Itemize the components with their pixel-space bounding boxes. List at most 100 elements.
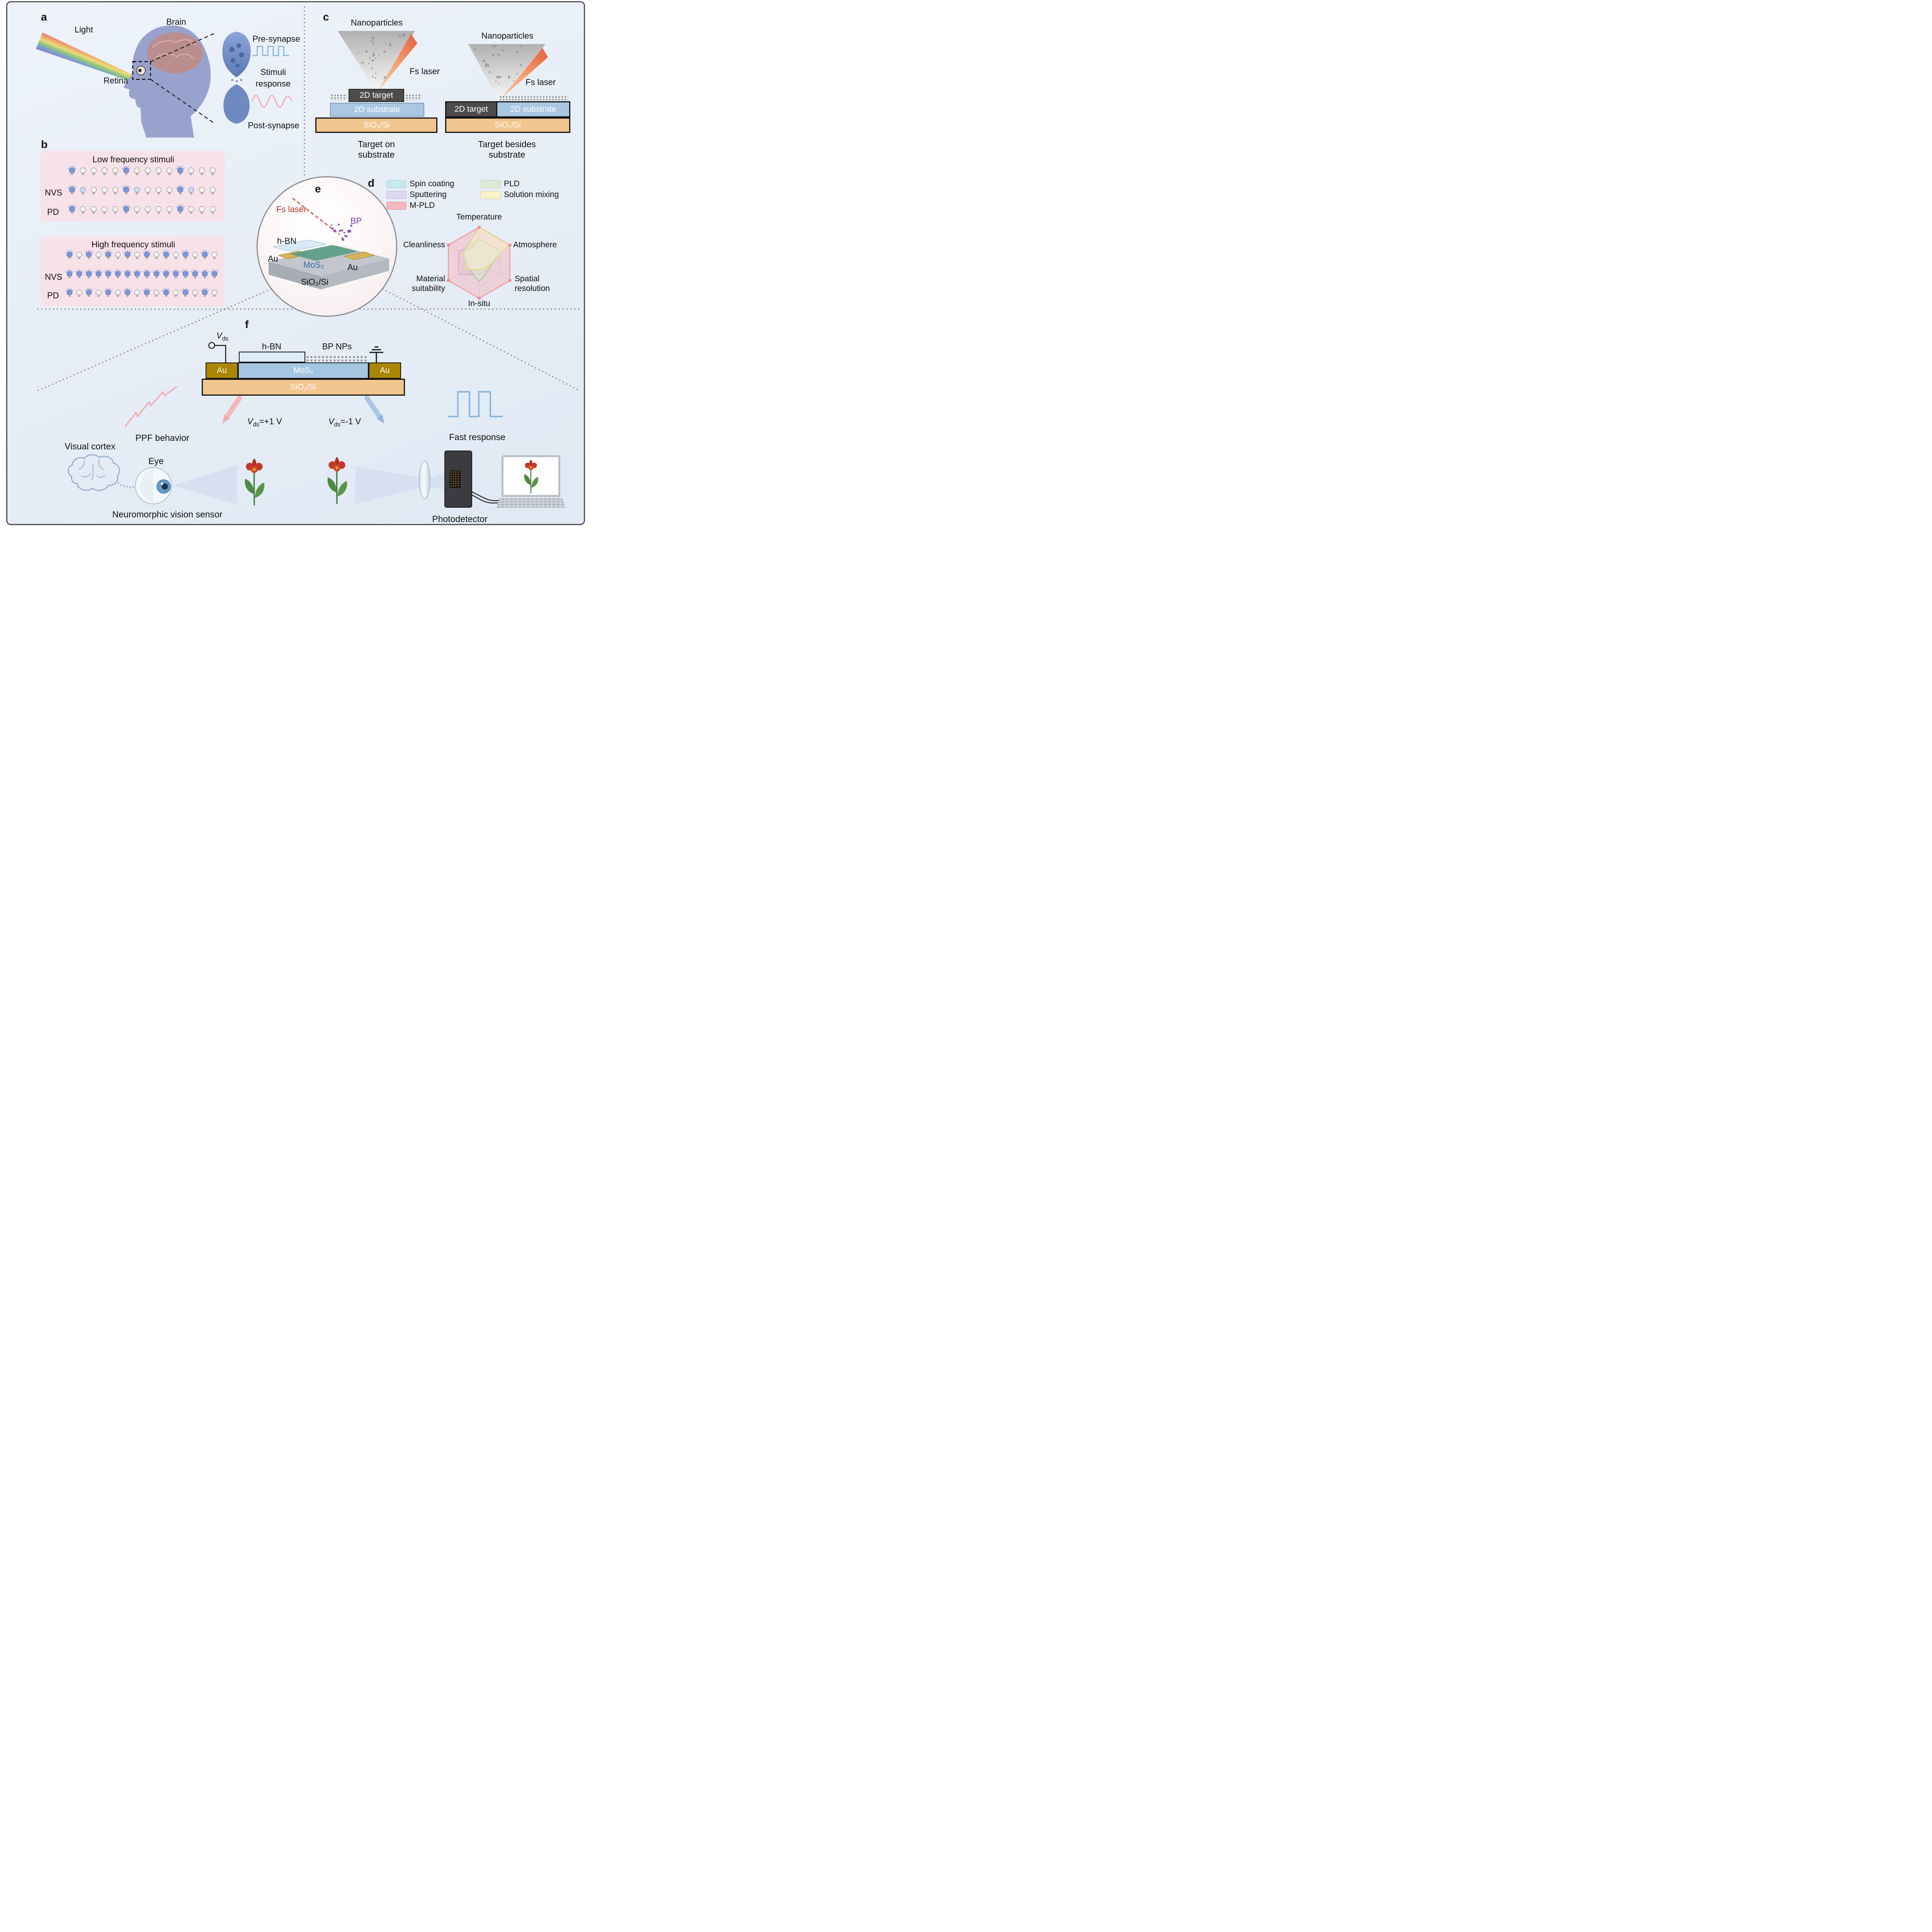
hbn-layer-box — [239, 352, 305, 362]
nanoparticle-plume-cone — [468, 44, 546, 100]
sio2-si-substrate-box: SiO₂/Si — [202, 379, 405, 396]
bulb-icon — [142, 287, 151, 297]
laptop-screen — [502, 455, 560, 497]
bulb-icon — [175, 184, 185, 195]
fast-response-waveform — [448, 391, 503, 417]
sio2-si-box-left: SiO₂/Si — [315, 117, 437, 133]
pd-row-label-high: PD — [47, 291, 59, 300]
bulb-icon — [210, 269, 219, 279]
legend-label-solution-mixing: Solution mixing — [504, 190, 559, 199]
high-stimuli-bulb-row — [65, 250, 218, 261]
bp-nanoparticle-spray — [331, 223, 353, 241]
bulb-icon — [76, 252, 82, 259]
au-pad-right — [343, 252, 376, 260]
legend-swatch-sputtering — [386, 191, 406, 199]
au-left-label-e: Au — [268, 254, 278, 264]
bulb-icon — [65, 287, 74, 297]
bulb-icon — [209, 206, 216, 214]
bp-label: BP — [350, 216, 362, 226]
au-electrode-right: Au — [369, 362, 401, 379]
bias-positive-label: Vds=+1 V — [247, 417, 282, 428]
panel-d-label: d — [368, 177, 375, 189]
radar-axis-cleanliness: Cleanliness — [403, 240, 445, 249]
bulb-icon — [113, 269, 122, 279]
low-frequency-title: Low frequency stimuli — [92, 155, 174, 164]
bulb-icon — [67, 184, 77, 195]
bulb-icon — [112, 206, 119, 214]
stimuli-response-label-line1: Stimuli — [260, 67, 286, 77]
ppf-waveform — [124, 386, 178, 427]
low-pd-bulb-row — [67, 204, 217, 216]
legend-label-spin-coating: Spin coating — [410, 179, 454, 188]
substrate-right-face — [321, 259, 389, 289]
bp-nps-label: BP NPs — [322, 342, 352, 351]
bulb-icon — [94, 269, 103, 279]
bulb-icon — [115, 289, 121, 297]
bulb-icon — [142, 269, 151, 279]
bulb-icon — [175, 204, 185, 214]
deposited-nanoparticles-left-b — [406, 94, 422, 100]
post-synapse-terminal — [223, 84, 250, 124]
bulb-icon — [80, 187, 86, 195]
bulb-icon — [65, 250, 74, 259]
panel-f-label: f — [245, 318, 249, 330]
bulb-icon — [192, 289, 198, 297]
bulb-icon — [104, 269, 113, 279]
bulb-icon — [84, 287, 94, 297]
bulb-icon — [199, 187, 205, 195]
flower-right — [319, 455, 355, 505]
bulb-icon — [121, 165, 131, 175]
bulb-icon — [112, 187, 119, 195]
panel-b-label: b — [41, 138, 48, 150]
mos2-sheet — [289, 245, 358, 261]
figure: a Light Brain Retina Pre-synapse Stimuli… — [0, 0, 592, 530]
bulb-icon — [101, 167, 108, 175]
bulb-icon — [90, 167, 97, 175]
bp-nps-dots — [306, 355, 368, 362]
bulb-icon — [175, 165, 185, 175]
bulb-icon — [211, 289, 218, 297]
bulb-icon — [95, 252, 102, 259]
bulb-icon — [155, 206, 162, 214]
ablation-plume-left — [338, 31, 417, 92]
bulb-icon — [104, 250, 113, 259]
bulb-icon — [211, 252, 218, 259]
bulb-icon — [133, 269, 142, 279]
nvs-row-label-high: NVS — [45, 272, 63, 282]
legend-label-pld: PLD — [504, 179, 520, 188]
bulb-icon — [142, 250, 151, 259]
eye-icon — [134, 467, 172, 505]
bulb-icon — [121, 184, 131, 195]
bulb-icon — [188, 187, 194, 195]
bulb-icon — [67, 165, 77, 175]
eye-label: Eye — [148, 456, 164, 466]
bulb-icon — [145, 187, 151, 195]
bulb-icon — [65, 269, 74, 279]
legend-swatch-solution-mixing — [481, 191, 501, 199]
bulb-icon — [173, 252, 179, 259]
panel-a-label: a — [41, 11, 47, 23]
flower-left — [236, 457, 272, 506]
bulb-icon — [200, 250, 209, 259]
bulb-icon — [162, 287, 171, 297]
photodetector-caption: Photodetector — [432, 514, 488, 524]
bulb-icon — [84, 269, 94, 279]
panel-e-label: e — [315, 183, 321, 195]
bulb-icon — [123, 287, 132, 297]
bulb-icon — [152, 269, 161, 279]
high-nvs-bulb-row — [65, 269, 219, 281]
stimuli-response-label-line2: response — [255, 79, 291, 88]
nvs-caption: Neuromorphic vision sensor — [112, 509, 223, 519]
panel-c-label: c — [323, 11, 329, 23]
bulb-icon — [209, 167, 216, 175]
ppf-behavior-label: PPF behavior — [135, 433, 189, 443]
pre-synapse-waveform — [252, 46, 289, 56]
bulb-icon — [192, 252, 198, 259]
nanoparticle-plume-cone — [338, 31, 415, 92]
bulb-icon — [153, 252, 160, 259]
au-right-label-e: Au — [347, 262, 358, 272]
bias-negative-label: Vds=-1 V — [328, 417, 361, 428]
radar-axis-temperature: Temperature — [456, 213, 502, 221]
bulb-icon — [145, 167, 151, 175]
hbn-label-e: h-BN — [277, 236, 297, 246]
